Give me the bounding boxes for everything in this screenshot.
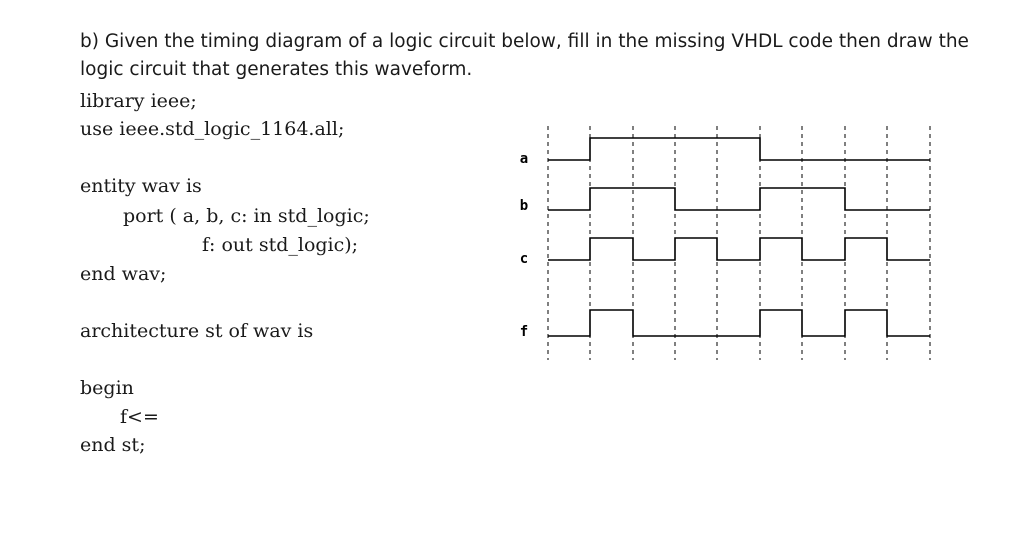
code-end-st: end st; bbox=[80, 434, 146, 456]
signal-label-a: a bbox=[520, 151, 528, 167]
code-architecture: architecture st of wav is bbox=[80, 320, 314, 342]
waveform-b bbox=[548, 187, 930, 211]
signal-label-c: c bbox=[520, 251, 528, 267]
code-begin: begin bbox=[80, 377, 134, 399]
code-entity: entity wav is bbox=[80, 175, 202, 197]
question-line-2: logic circuit that generates this wavefo… bbox=[80, 59, 473, 80]
code-port-output: f: out std_logic); bbox=[202, 234, 359, 256]
question-line-1: b) Given the timing diagram of a logic c… bbox=[80, 31, 969, 52]
code-assignment: f<= bbox=[120, 406, 159, 428]
signal-label-b: b bbox=[520, 198, 528, 214]
code-library: library ieee; bbox=[80, 90, 197, 112]
signal-label-f: f bbox=[520, 324, 528, 340]
code-use: use ieee.std_logic_1164.all; bbox=[80, 118, 345, 140]
code-port-inputs: port ( a, b, c: in std_logic; bbox=[123, 205, 370, 227]
code-end-wav: end wav; bbox=[80, 263, 167, 285]
waveform-a bbox=[548, 137, 930, 161]
waveform-f bbox=[548, 309, 930, 337]
waveform-c bbox=[548, 237, 930, 261]
